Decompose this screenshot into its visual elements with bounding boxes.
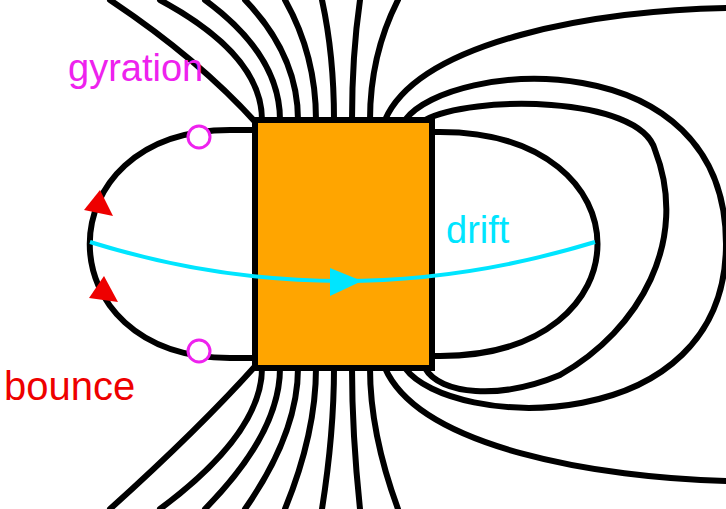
field-line bbox=[385, 368, 726, 481]
field-line bbox=[205, 368, 280, 509]
gyration-ring bbox=[188, 126, 210, 148]
bounce-arrowhead bbox=[89, 276, 118, 302]
field-line bbox=[432, 132, 598, 356]
gyration-label: gyration bbox=[68, 48, 203, 90]
field-line bbox=[425, 104, 666, 391]
gyration-ring bbox=[188, 340, 210, 362]
field-line bbox=[245, 0, 298, 120]
field-line bbox=[370, 0, 398, 120]
magnet bbox=[255, 120, 432, 368]
field-line bbox=[322, 0, 334, 120]
field-line bbox=[322, 368, 334, 509]
field-line bbox=[405, 79, 726, 408]
field-line bbox=[370, 368, 398, 509]
drift-label: drift bbox=[443, 210, 512, 252]
drift-arrowhead bbox=[330, 268, 362, 296]
field-line bbox=[352, 368, 360, 509]
field-line bbox=[352, 0, 360, 120]
bounce-label: bounce bbox=[4, 364, 135, 408]
field-line bbox=[205, 0, 280, 120]
field-line bbox=[285, 0, 316, 120]
field-line bbox=[90, 130, 255, 358]
field-line bbox=[385, 8, 726, 120]
field-line bbox=[160, 368, 262, 509]
field-line bbox=[285, 368, 316, 509]
bounce-arrowhead bbox=[84, 190, 113, 216]
